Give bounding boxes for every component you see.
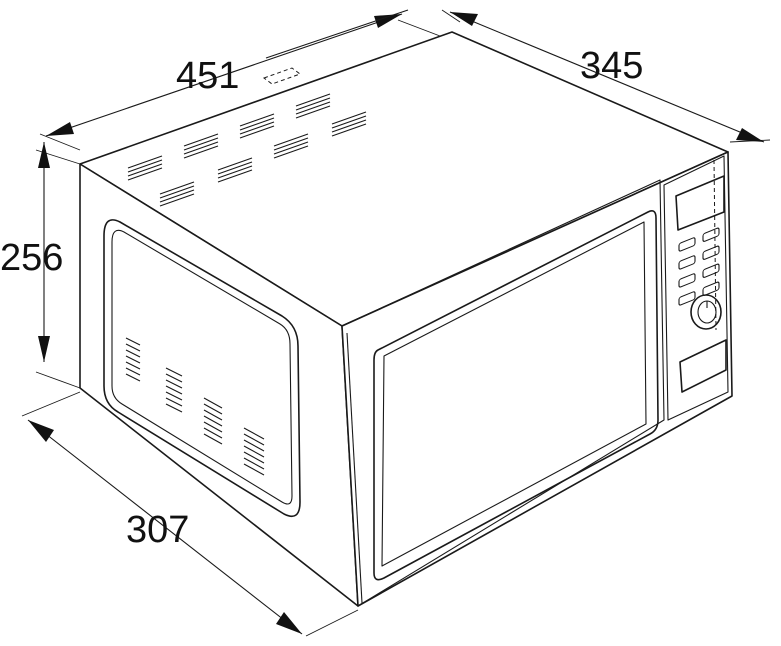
- vent-group: [243, 427, 265, 476]
- door-frame-edge: [341, 179, 665, 607]
- button: [678, 255, 696, 270]
- arrow-head: [38, 336, 50, 362]
- arrow-head: [28, 420, 54, 442]
- depth-label: 345: [580, 45, 643, 87]
- control-buttons: [678, 227, 720, 306]
- display-window: [675, 175, 725, 231]
- door-release-button: [679, 339, 727, 393]
- button: [702, 263, 720, 278]
- arrow-head: [374, 14, 402, 28]
- button: [678, 273, 696, 288]
- side-depth-label: 307: [126, 509, 189, 551]
- panel-centerline: [713, 159, 717, 331]
- vent-group: [203, 397, 223, 445]
- front-rim-line: [346, 332, 363, 604]
- arrow-head: [736, 128, 764, 142]
- door-window-inner: [381, 221, 647, 567]
- arrow-head: [276, 612, 302, 634]
- button: [702, 227, 720, 242]
- dimension-256: [35, 142, 81, 389]
- vent-group: [165, 367, 183, 413]
- front-face: [341, 151, 733, 607]
- top-vents: [127, 93, 367, 207]
- vent-group: [125, 337, 141, 382]
- control-knob: [690, 294, 722, 330]
- side-vents: [125, 337, 265, 476]
- width-label: 451: [176, 55, 239, 97]
- side-panel-frame-outer: [103, 219, 301, 518]
- dimension-345: [441, 9, 771, 143]
- control-panel: [663, 155, 729, 421]
- button: [702, 245, 720, 260]
- door-window: [373, 210, 659, 581]
- side-panel-frame-inner: [111, 229, 293, 505]
- arrow-head: [450, 12, 478, 26]
- dimension-451: [39, 9, 441, 151]
- height-label: 256: [0, 237, 63, 279]
- dimension-307: [21, 391, 359, 637]
- button: [678, 237, 696, 252]
- arrow-head: [46, 122, 74, 136]
- arrow-head: [38, 142, 50, 168]
- button: [702, 281, 720, 296]
- button: [678, 291, 696, 306]
- top-hidden-marker: [262, 67, 302, 85]
